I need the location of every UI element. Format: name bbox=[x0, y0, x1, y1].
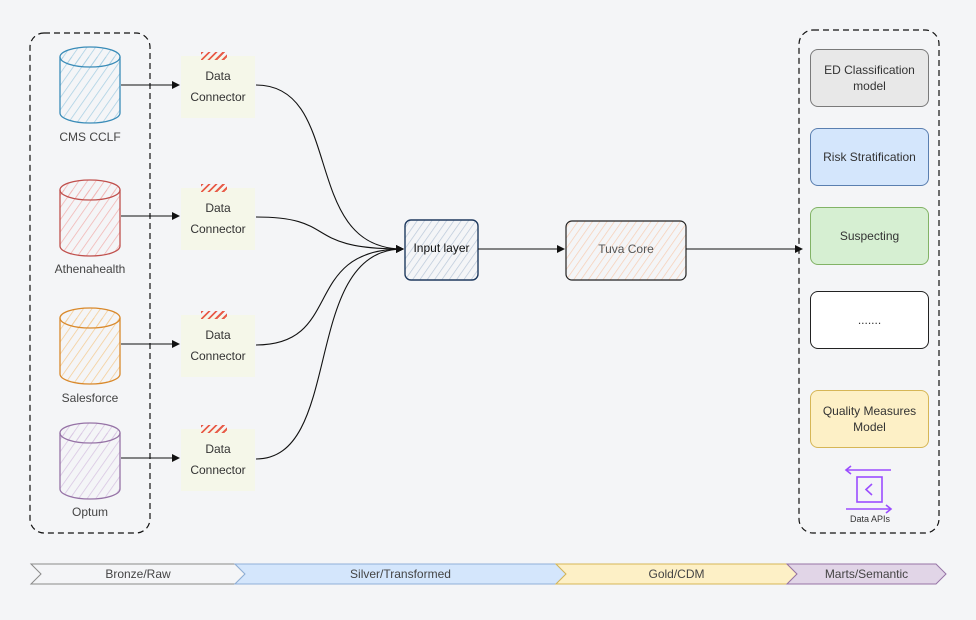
cylinder-optum bbox=[59, 422, 121, 500]
connector-line2: Connector bbox=[190, 349, 246, 363]
source-label-athenahealth: Athenahealth bbox=[54, 262, 126, 276]
mart-ed-classification: ED Classification model bbox=[810, 49, 929, 107]
input-layer-box bbox=[404, 219, 479, 281]
connector-line1: Data bbox=[205, 328, 231, 342]
connector-line1: Data bbox=[205, 201, 231, 215]
mart-label: Risk Stratification bbox=[823, 150, 916, 164]
connector-line2: Connector bbox=[190, 90, 246, 104]
stage-marts-label: Marts/Semantic bbox=[824, 567, 909, 581]
stage-gold-label: Gold/CDM bbox=[648, 567, 705, 581]
sources-container bbox=[29, 32, 151, 534]
mart-ellipsis: ....... bbox=[810, 291, 929, 349]
connector-line1: Data bbox=[205, 442, 231, 456]
stage-silver-label: Silver/Transformed bbox=[350, 567, 451, 581]
mart-quality-measures: Quality Measures Model bbox=[810, 390, 929, 448]
connector-line2: Connector bbox=[190, 222, 246, 236]
data-apis-label: Data APIs bbox=[849, 514, 891, 524]
source-label-optum: Optum bbox=[71, 505, 108, 519]
connector-line1: Data bbox=[205, 69, 231, 83]
connector-tag-icon bbox=[201, 311, 227, 319]
curve-connector-2 bbox=[255, 216, 404, 253]
curve-connector-4 bbox=[255, 245, 404, 460]
marts-container bbox=[798, 29, 940, 534]
mart-risk-stratification: Risk Stratification bbox=[810, 128, 929, 186]
mart-suspecting: Suspecting bbox=[810, 207, 929, 265]
data-apis-icon bbox=[844, 465, 893, 514]
curve-connector-1 bbox=[255, 84, 404, 253]
mart-label: Quality Measures Model bbox=[822, 404, 917, 434]
source-label-cms-cclf: CMS CCLF bbox=[59, 130, 121, 144]
stage-marts-shape bbox=[785, 563, 947, 585]
data-connector-3: Data Connector bbox=[181, 311, 255, 377]
connector-tag-icon bbox=[201, 425, 227, 433]
mart-label: Suspecting bbox=[839, 229, 900, 243]
cylinder-salesforce bbox=[59, 307, 121, 385]
connector-line2: Connector bbox=[190, 463, 246, 477]
mart-label: ....... bbox=[857, 313, 882, 327]
cylinder-athenahealth bbox=[59, 179, 121, 257]
mart-label: ED Classification model bbox=[824, 63, 915, 93]
source-label-salesforce: Salesforce bbox=[61, 391, 119, 405]
input-layer-label: Input layer bbox=[413, 241, 470, 255]
curve-connector-3 bbox=[255, 245, 404, 346]
connector-tag-icon bbox=[201, 184, 227, 192]
connector-tag-icon bbox=[201, 52, 227, 60]
tuva-core-box bbox=[565, 220, 687, 281]
data-connector-4: Data Connector bbox=[181, 425, 255, 491]
tuva-core-label: Tuva Core bbox=[598, 242, 654, 256]
data-connector-1: Data Connector bbox=[181, 52, 255, 118]
cylinder-cms-cclf bbox=[59, 46, 121, 124]
stage-bronze-label: Bronze/Raw bbox=[105, 567, 171, 581]
data-connector-2: Data Connector bbox=[181, 184, 255, 250]
